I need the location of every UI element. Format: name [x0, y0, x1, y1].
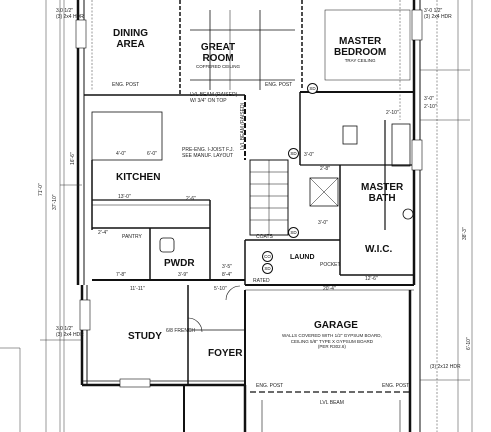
room-dining-area: DINING AREA	[113, 28, 148, 50]
dimension-label: 8'-4"	[222, 272, 232, 278]
dimension-label: 20'-4"	[323, 286, 336, 292]
eng-post-note: ENG. POST	[112, 82, 140, 88]
dimension-label: 3.0 1/2"	[56, 8, 74, 14]
room-label-line: BATH	[368, 193, 396, 204]
dimension-label: 3'-0"	[304, 152, 314, 158]
garage-note-line: CEILING 5/8" TYPE X GYPSUM BOARD	[290, 338, 373, 344]
lvl-beam-note: LVL BEAM (RAISED)	[240, 102, 246, 150]
eng-post-note: ENG. POST	[256, 383, 284, 389]
room-label-line: GREAT	[200, 42, 236, 53]
room-master-bath: MASTER BATH	[361, 182, 403, 204]
dimension-label: 3.0 1/2"	[56, 326, 74, 332]
dimension-label: 37'-10"	[52, 194, 58, 210]
room-label: PWDR	[164, 258, 195, 269]
dimension-label: 3'-9"	[178, 272, 188, 278]
lvl-beam-note: LVL BEAM	[320, 400, 344, 406]
room-foyer: FOYER	[208, 348, 242, 359]
windows	[75, 9, 423, 388]
room-garage: GARAGE	[314, 320, 358, 331]
room-laund: LAUND	[290, 252, 315, 263]
garage-fire-note: WALLS COVERED WITH 1/2" GYPSUM BOARD, CE…	[282, 333, 382, 350]
dimension-label: (3) 2x4 HDR	[56, 332, 84, 338]
room-label: KITCHEN	[116, 172, 161, 183]
room-label-line: AREA	[116, 39, 145, 50]
pocket-note: POCKET	[320, 262, 341, 268]
room-label: PANTRY	[122, 234, 142, 240]
rated-note: RATED	[253, 278, 270, 284]
dimension-label: (3) 2x4 HDR	[424, 14, 452, 20]
smoke-detector-tag: SD	[288, 227, 299, 238]
dimension-label: 16'-6"	[70, 152, 76, 165]
room-label-line: BEDROOM	[334, 47, 387, 58]
dimension-label: 6'-10"	[466, 337, 472, 350]
room-label: LAUND	[290, 254, 315, 261]
lvl-beam-note: W/ 3/4" ON TOP	[190, 98, 227, 104]
dimension-label: 4'-0"	[116, 151, 126, 157]
dimension-label: 7'-8"	[116, 272, 126, 278]
eng-post-note: ENG. POST	[265, 82, 293, 88]
smoke-detector-tag: SD	[288, 148, 299, 159]
room-wic: W.I.C.	[365, 244, 392, 255]
room-pwdr: PWDR	[164, 258, 195, 269]
dimension-label: 2'-10"	[424, 104, 437, 110]
room-label: W.I.C.	[365, 244, 393, 255]
dimension-label: 5'-10"	[214, 286, 227, 292]
room-label: FOYER	[208, 348, 243, 359]
room-study: STUDY	[128, 331, 162, 342]
joist-note: PRE-ENG. I-JOIST F.J.	[182, 147, 234, 153]
dimension-label: 2'-8"	[320, 166, 330, 172]
room-pantry: PANTRY	[122, 234, 142, 240]
dimension-label: 2'-10"	[386, 110, 399, 116]
dimension-label: 3'-0"	[318, 220, 328, 226]
room-label-line: ROOM	[202, 53, 234, 64]
joist-note: SEE MANUF. LAYOUT	[182, 153, 234, 159]
interior-walls	[84, 0, 414, 432]
dimension-label: 6'-0"	[147, 151, 157, 157]
coats-note: COATS	[256, 234, 273, 240]
room-label-line: MASTER	[339, 36, 382, 47]
room-label-line: MASTER	[361, 182, 404, 193]
dimension-label: 2'-6"	[186, 196, 196, 202]
room-label: STUDY	[128, 331, 162, 342]
room-kitchen: KITCHEN	[116, 172, 160, 183]
garage-note-line: WALLS COVERED WITH 1/2" GYPSUM BOARD,	[282, 333, 382, 338]
smoke-detector-tag: SD	[262, 263, 273, 274]
lvl-beam-note: LVL BEAM (RAISED)	[190, 92, 238, 98]
dimension-label: 2'-4"	[98, 230, 108, 236]
room-ceiling-note: COFFERED CEILING	[196, 64, 241, 69]
dimension-label: 38'-3"	[462, 227, 468, 240]
dimension-label: 13'-0"	[118, 194, 131, 200]
eng-post-note: ENG. POST	[382, 383, 410, 389]
dimension-label: 11'-11"	[130, 286, 145, 292]
smoke-detector-tag: SD	[307, 83, 318, 94]
room-label-line: DINING	[113, 28, 148, 39]
french-door-note: 6/8 FRENCH	[166, 328, 196, 334]
dimension-label: (3) 2x12 HDR	[430, 364, 461, 370]
room-ceiling-note: TRAY CEILING	[344, 58, 376, 63]
exterior-walls	[76, 0, 421, 432]
room-great-room: GREAT ROOM COFFERED CEILING	[196, 42, 240, 70]
room-label: GARAGE	[314, 320, 358, 331]
co-detector-tag: CO	[262, 251, 273, 262]
dimension-label: (3) 2x4 HDR	[56, 14, 84, 20]
dimension-label: 3'-5"	[222, 264, 232, 270]
dimension-label: 3'-0"	[424, 96, 434, 102]
garage-note-line: (PER R302.6)	[317, 344, 346, 349]
dimension-lines	[0, 0, 473, 432]
dimension-label: 71'-0"	[38, 183, 44, 196]
dimension-label: 12'-6"	[365, 276, 378, 282]
room-master-bedroom: MASTER BEDROOM TRAY CEILING	[334, 36, 386, 64]
dimension-label: 3'-0 1/2"	[424, 8, 443, 14]
